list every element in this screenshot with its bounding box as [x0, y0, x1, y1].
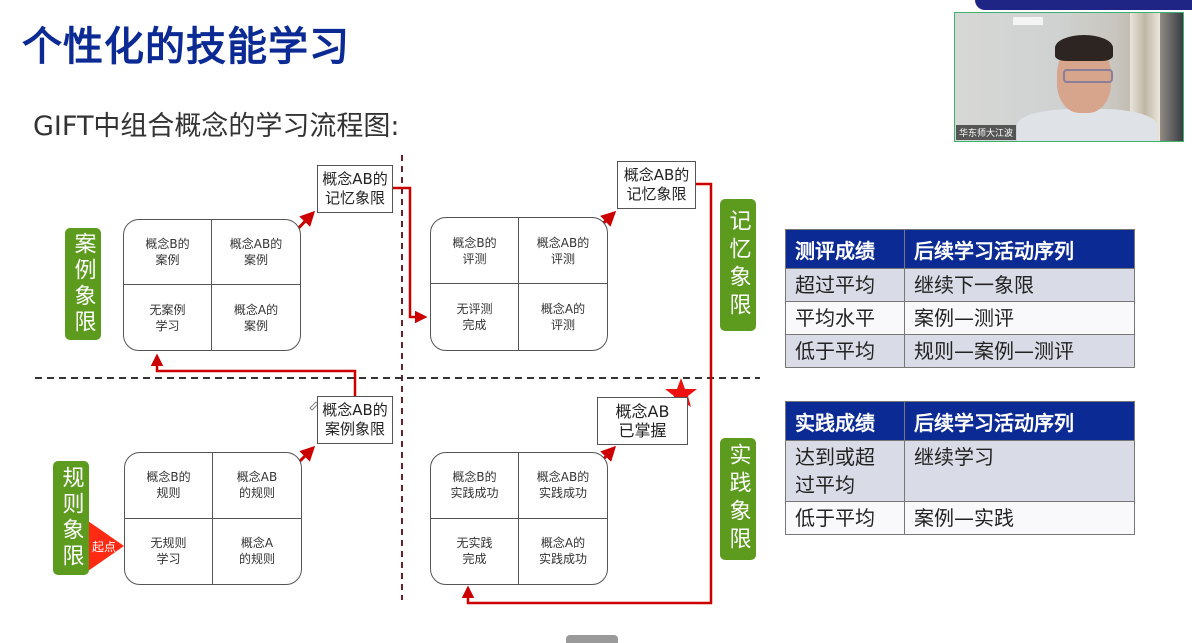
rule-to-case-box: 概念AB的 案例象限 [317, 396, 393, 444]
table-cell: 达到或超 过平均 [785, 440, 905, 502]
video-thumbnail[interactable]: 华东师大江波 [954, 12, 1184, 142]
table-cell: 继续下一象限 [904, 268, 1135, 302]
case-to-memory-box: 概念AB的 记忆象限 [317, 165, 393, 213]
table-row: 低于平均 案例—实践 [785, 501, 1135, 535]
slide-title: 个性化的技能学习 [22, 24, 350, 70]
presenter-body [1017, 109, 1157, 141]
rule-bottom-right: 概念A 的规则 [238, 536, 275, 567]
case-quadrant-text: 案例象限 [70, 232, 96, 336]
table-header: 后续学习活动序列 [904, 229, 1135, 269]
table-cell: 低于平均 [785, 501, 905, 535]
table-header-row: 测评成绩 后续学习活动序列 [785, 229, 1135, 269]
case-quadrant-label: 案例象限 [65, 228, 101, 340]
start-label: 起点 [92, 540, 117, 554]
slide-subtitle: GIFT中组合概念的学习流程图: [33, 111, 400, 142]
case-grid: 概念B的 案例 概念AB的 案例 无案例 学习 概念A的 案例 [123, 219, 301, 351]
table-cell: 继续学习 [904, 440, 1135, 502]
quadrant-connectors [150, 182, 713, 605]
case-top-left: 概念B的 案例 [124, 220, 212, 285]
table-cell: 案例—实践 [904, 501, 1135, 535]
practice-bottom-left: 无实践 完成 [431, 518, 519, 584]
presenter-hair [1055, 35, 1113, 61]
practice-quadrant-text: 实践象限 [725, 443, 751, 555]
table-row: 超过平均 继续下一象限 [785, 268, 1135, 302]
rule-grid: 概念B的 规则 概念AB 的规则 无规则 学习 概念A 的规则 [124, 452, 302, 585]
practice-top-left: 概念B的 实践成功 [431, 453, 519, 519]
practice-bottom-right: 概念A的 实践成功 [538, 536, 587, 567]
rule-bottom-left: 无规则 学习 [125, 518, 213, 584]
memory-bottom-right: 概念A的 评测 [540, 302, 586, 332]
top-decor-band [975, 0, 1192, 10]
participant-name: 华东师大江波 [956, 125, 1017, 140]
ceiling-light [1013, 17, 1043, 25]
table-row: 达到或超 过平均 继续学习 [785, 440, 1135, 502]
memory-quadrant-text: 记忆象限 [725, 209, 751, 321]
table-row: 平均水平 案例—测评 [785, 301, 1135, 335]
practice-top-right: 概念AB的 实践成功 [519, 453, 607, 519]
table-cell: 平均水平 [785, 301, 905, 335]
table-header-row: 实践成绩 后续学习活动序列 [785, 401, 1135, 441]
table-cell: 超过平均 [785, 268, 905, 302]
memory-next-box: 概念AB的 记忆象限 [617, 161, 696, 209]
memory-quadrant-label: 记忆象限 [720, 199, 756, 331]
table-header: 测评成绩 [785, 229, 905, 269]
test-score-table: 测评成绩 后续学习活动序列 超过平均 继续下一象限 平均水平 案例—测评 低于平… [785, 229, 1135, 368]
table-cell: 低于平均 [785, 334, 905, 368]
presenter-glasses [1063, 69, 1113, 83]
rule-top-left: 概念B的 规则 [125, 453, 213, 519]
rule-top-right: 概念AB 的规则 [213, 453, 301, 519]
practice-quadrant-label: 实践象限 [720, 438, 756, 560]
rule-quadrant-label: 规则象限 [53, 461, 89, 575]
rule-quadrant-text: 规则象限 [58, 466, 84, 570]
case-top-right: 概念AB的 案例 [212, 220, 300, 285]
table-row: 低于平均 规则—案例—测评 [785, 334, 1135, 368]
slide-pager-handle[interactable] [566, 635, 618, 643]
practice-grid: 概念B的 实践成功 概念AB的 实践成功 无实践 完成 概念A的 实践成功 [430, 452, 608, 585]
practice-score-table: 实践成绩 后续学习活动序列 达到或超 过平均 继续学习 低于平均 案例—实践 [785, 401, 1135, 535]
memory-top-right: 概念AB的 评测 [519, 218, 607, 284]
case-bottom-left: 无案例 学习 [124, 285, 212, 350]
table-header: 后续学习活动序列 [904, 401, 1135, 441]
memory-grid: 概念B的 评测 概念AB的 评测 无评测 完成 概念A的 评测 [430, 217, 608, 351]
memory-bottom-left: 无评测 完成 [431, 284, 519, 350]
start-triangle [86, 521, 124, 571]
memory-top-left: 概念B的 评测 [431, 218, 519, 284]
table-header: 实践成绩 [785, 401, 905, 441]
table-cell: 规则—案例—测评 [904, 334, 1135, 368]
mastered-box: 概念AB 已掌握 [597, 397, 688, 445]
table-cell: 案例—测评 [904, 301, 1135, 335]
case-bottom-right: 概念A的 案例 [233, 302, 279, 333]
